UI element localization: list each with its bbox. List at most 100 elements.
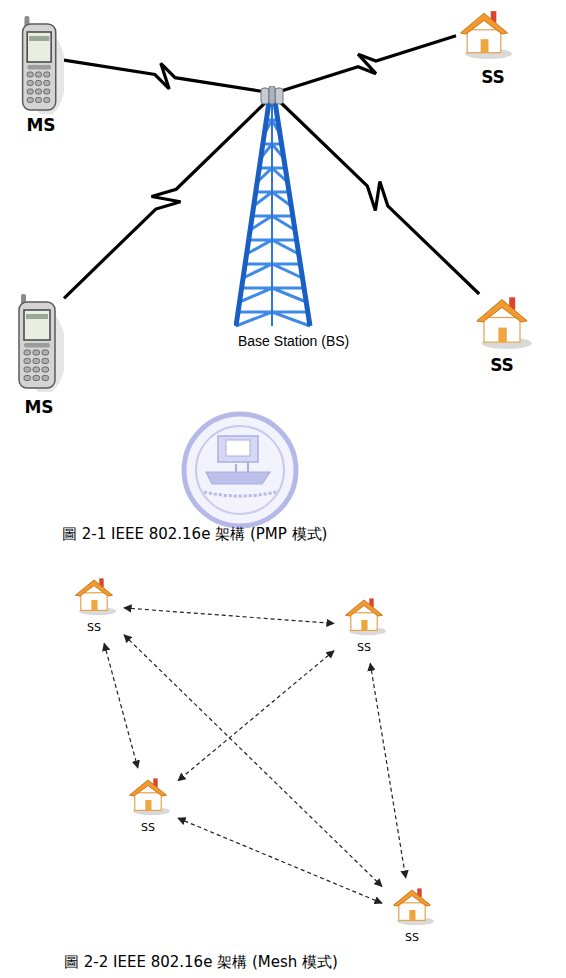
- phone-key: [42, 376, 49, 381]
- phone-key: [42, 367, 49, 372]
- phone-icon: [14, 292, 64, 392]
- node-label: SS: [141, 822, 155, 835]
- phone-nav-key: [27, 65, 51, 70]
- house-wall: [484, 318, 520, 343]
- house-door: [91, 600, 97, 610]
- phone-key: [42, 350, 49, 355]
- tower-icon: [234, 86, 314, 330]
- house-door: [409, 910, 415, 920]
- house-wall: [399, 903, 425, 921]
- phone-shadow: [27, 32, 64, 114]
- house-roof: [76, 580, 113, 596]
- house-roof: [394, 890, 431, 906]
- phone-screen: [24, 310, 50, 340]
- wireless-link: [64, 100, 268, 298]
- phone-key: [44, 72, 50, 77]
- phone-body: [19, 302, 55, 388]
- phone-key: [35, 72, 41, 77]
- mobile-station: MS: [18, 14, 64, 136]
- house-wall: [81, 593, 107, 611]
- phone-key: [35, 81, 41, 86]
- node-label: SS: [87, 622, 101, 635]
- house-icon: [342, 596, 386, 636]
- subscriber-station: SS: [72, 576, 116, 635]
- base-station: Base Station (BS): [234, 86, 354, 350]
- subscriber-station: SS: [456, 8, 512, 88]
- phone-key: [44, 89, 50, 94]
- node-label: MS: [26, 116, 55, 136]
- phone-key: [27, 89, 33, 94]
- subscriber-station: SS: [390, 886, 434, 945]
- watermark-inner-ring: [196, 426, 284, 514]
- label-row: MS: [18, 116, 64, 136]
- label-row: SS: [456, 68, 512, 88]
- label-row: Base Station (BS): [234, 332, 354, 350]
- phone-screen-bar: [29, 36, 49, 41]
- phone-key: [42, 359, 49, 364]
- tower-leg: [236, 102, 310, 326]
- wireless-link: [278, 36, 456, 92]
- node-label: SS: [405, 932, 419, 945]
- phone-key: [24, 359, 31, 364]
- house-icon: [126, 776, 170, 816]
- house-roof: [477, 300, 527, 322]
- label-row: SS: [342, 637, 386, 655]
- house-icon: [390, 886, 434, 926]
- house-icon: [472, 294, 532, 350]
- house-wall: [351, 613, 377, 631]
- phone-screen: [27, 32, 51, 62]
- wireless-link: [276, 98, 479, 294]
- figure-caption: 圖 2-2 IEEE 802.16e 架構 (Mesh 模式): [64, 953, 338, 972]
- watermark-mast: [236, 462, 248, 472]
- phone-key: [33, 359, 40, 364]
- watermark-ring: [184, 414, 296, 526]
- mobile-station: MS: [14, 292, 64, 418]
- label-row: SS: [72, 617, 116, 635]
- phone-key: [24, 350, 31, 355]
- phone-nav-key: [24, 343, 50, 348]
- phone-key: [24, 376, 31, 381]
- phone-screen-bar: [26, 314, 48, 319]
- phone-key: [33, 376, 40, 381]
- watermark-ship: [206, 472, 270, 484]
- house-door: [361, 620, 367, 630]
- house-roof: [346, 600, 383, 616]
- phone-key: [33, 350, 40, 355]
- label-row: SS: [126, 817, 170, 835]
- antenna-panel: [261, 88, 269, 104]
- phone-shadow: [24, 310, 64, 392]
- node-label: SS: [357, 642, 371, 655]
- house-wall: [135, 793, 161, 811]
- mesh-link: [124, 635, 382, 887]
- house-roof: [460, 13, 507, 34]
- wireless-link: [64, 60, 266, 92]
- phone-key: [33, 367, 40, 372]
- phone-key: [24, 367, 31, 372]
- house-icon: [72, 576, 116, 616]
- house-wall: [467, 30, 501, 53]
- mesh-link: [370, 663, 406, 878]
- label-row: SS: [390, 927, 434, 945]
- phone-icon: [18, 14, 64, 114]
- node-label: SS: [490, 356, 514, 376]
- house-door: [481, 39, 489, 53]
- watermark-building: [218, 436, 258, 462]
- mesh-link: [178, 818, 382, 903]
- label-row: MS: [14, 398, 64, 418]
- node-label: SS: [481, 68, 505, 88]
- phone-key: [27, 98, 33, 103]
- watermark-panel: [226, 440, 250, 456]
- university-watermark: [184, 414, 296, 526]
- node-label: MS: [24, 398, 53, 418]
- label-row: SS: [472, 356, 532, 376]
- phone-key: [27, 81, 33, 86]
- phone-key: [35, 89, 41, 94]
- figure-caption: 圖 2-1 IEEE 802.16e 架構 (PMP 模式): [62, 525, 327, 544]
- tower-mast: [271, 102, 273, 326]
- subscriber-station: SS: [126, 776, 170, 835]
- house-icon: [456, 8, 512, 60]
- mesh-link: [104, 643, 138, 768]
- house-door: [145, 800, 151, 810]
- mesh-link: [178, 651, 334, 781]
